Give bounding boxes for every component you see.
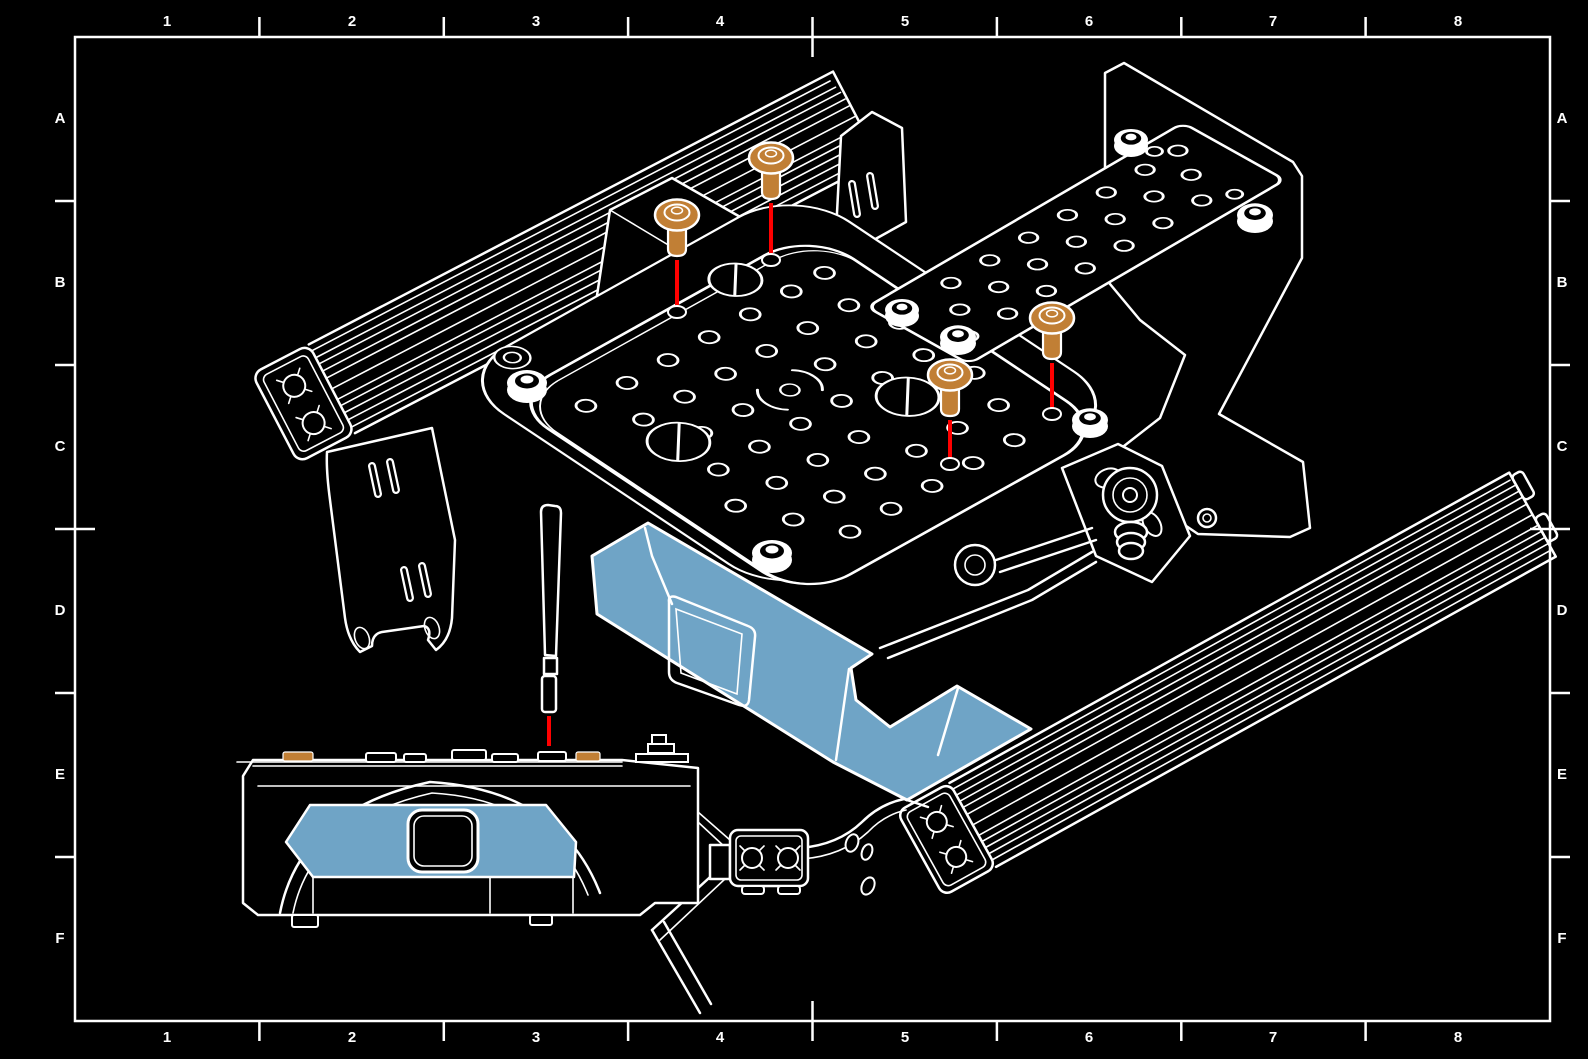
- row-label-right-e: E: [1556, 766, 1567, 783]
- screw-3: [926, 358, 974, 471]
- screw-4: [1028, 301, 1076, 421]
- col-label-bottom-3: 3: [531, 1029, 541, 1046]
- body-shell-highlighted: [590, 521, 1033, 802]
- screw-1: [653, 198, 701, 319]
- deck-center-feature: [755, 369, 824, 411]
- col-label-bottom-2: 2: [347, 1029, 357, 1046]
- sheet-frame: [55, 17, 1570, 1041]
- col-label-top-4: 4: [715, 13, 725, 30]
- col-label-top-2: 2: [347, 13, 357, 30]
- row-label-left-f: F: [55, 930, 65, 947]
- row-label-right-d: D: [1556, 602, 1568, 619]
- screw-2: [747, 141, 795, 267]
- col-label-top-1: 1: [162, 13, 172, 30]
- col-label-bottom-8: 8: [1453, 1029, 1463, 1046]
- col-label-bottom-6: 6: [1084, 1029, 1094, 1046]
- side-panel-port: [406, 808, 480, 874]
- fasteners: [653, 141, 1076, 471]
- row-label-left-d: D: [54, 602, 66, 619]
- camera-block: [635, 734, 689, 763]
- extrusion-rail-right: [898, 470, 1559, 894]
- row-label-right-f: F: [1557, 930, 1567, 947]
- row-label-right-c: C: [1556, 438, 1568, 455]
- col-label-bottom-4: 4: [715, 1029, 725, 1046]
- col-label-top-7: 7: [1268, 13, 1278, 30]
- col-label-top-8: 8: [1453, 13, 1463, 30]
- row-label-left-b: B: [54, 274, 66, 291]
- caster-bracket-left: [325, 426, 457, 654]
- row-label-right-a: A: [1556, 110, 1568, 127]
- col-label-top-3: 3: [531, 13, 541, 30]
- chassis-side-view: [236, 734, 731, 928]
- row-label-left-c: C: [54, 438, 66, 455]
- suspension-rocker: [878, 442, 1218, 660]
- col-label-bottom-5: 5: [900, 1029, 910, 1046]
- row-label-right-b: B: [1556, 274, 1568, 291]
- col-label-bottom-1: 1: [162, 1029, 172, 1046]
- col-label-top-5: 5: [900, 13, 910, 30]
- col-label-bottom-7: 7: [1268, 1029, 1278, 1046]
- col-label-top-6: 6: [1084, 13, 1094, 30]
- row-label-left-e: E: [54, 766, 65, 783]
- deck-large-openings: [645, 262, 941, 462]
- extrusion-cross-section-piece: [708, 828, 810, 895]
- row-label-left-a: A: [54, 110, 66, 127]
- top-tabs: [282, 749, 601, 763]
- antenna: [539, 503, 563, 746]
- deck-hole-grid: [574, 265, 1026, 539]
